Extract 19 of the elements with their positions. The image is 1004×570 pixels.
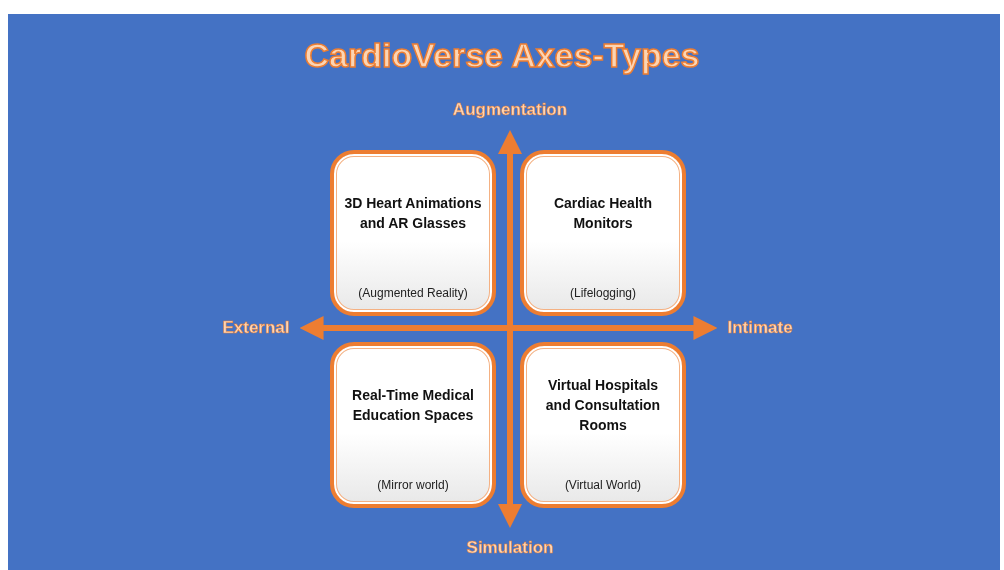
axis-label: Intimate [727, 318, 793, 338]
card-heading: 3D Heart Animations and AR Glasses [344, 193, 482, 233]
axis-label: Simulation [466, 538, 554, 558]
card-subtitle: (Mirror world) [377, 478, 449, 492]
card-subtitle: (Augmented Reality) [358, 286, 468, 300]
quadrant-card [330, 342, 496, 508]
quadrant-card [520, 342, 686, 508]
card-heading: Real-Time Medical Education Spaces [351, 385, 475, 425]
axis-arrow [299, 316, 718, 340]
card-subtitle: (Virtual World) [564, 478, 642, 492]
card-heading: Cardiac Health Monitors [552, 193, 653, 233]
quadrant-card [330, 150, 496, 316]
card-heading: Virtual Hospitals and Consultation Rooms [544, 375, 662, 436]
quadrant-card [520, 150, 686, 316]
card-subtitle: (Lifelogging) [569, 286, 636, 300]
axis-arrow [498, 130, 522, 528]
axis-label: Augmentation [452, 100, 568, 120]
title: CardioVerse Axes-Types [303, 36, 701, 75]
axis-label: External [222, 318, 290, 338]
